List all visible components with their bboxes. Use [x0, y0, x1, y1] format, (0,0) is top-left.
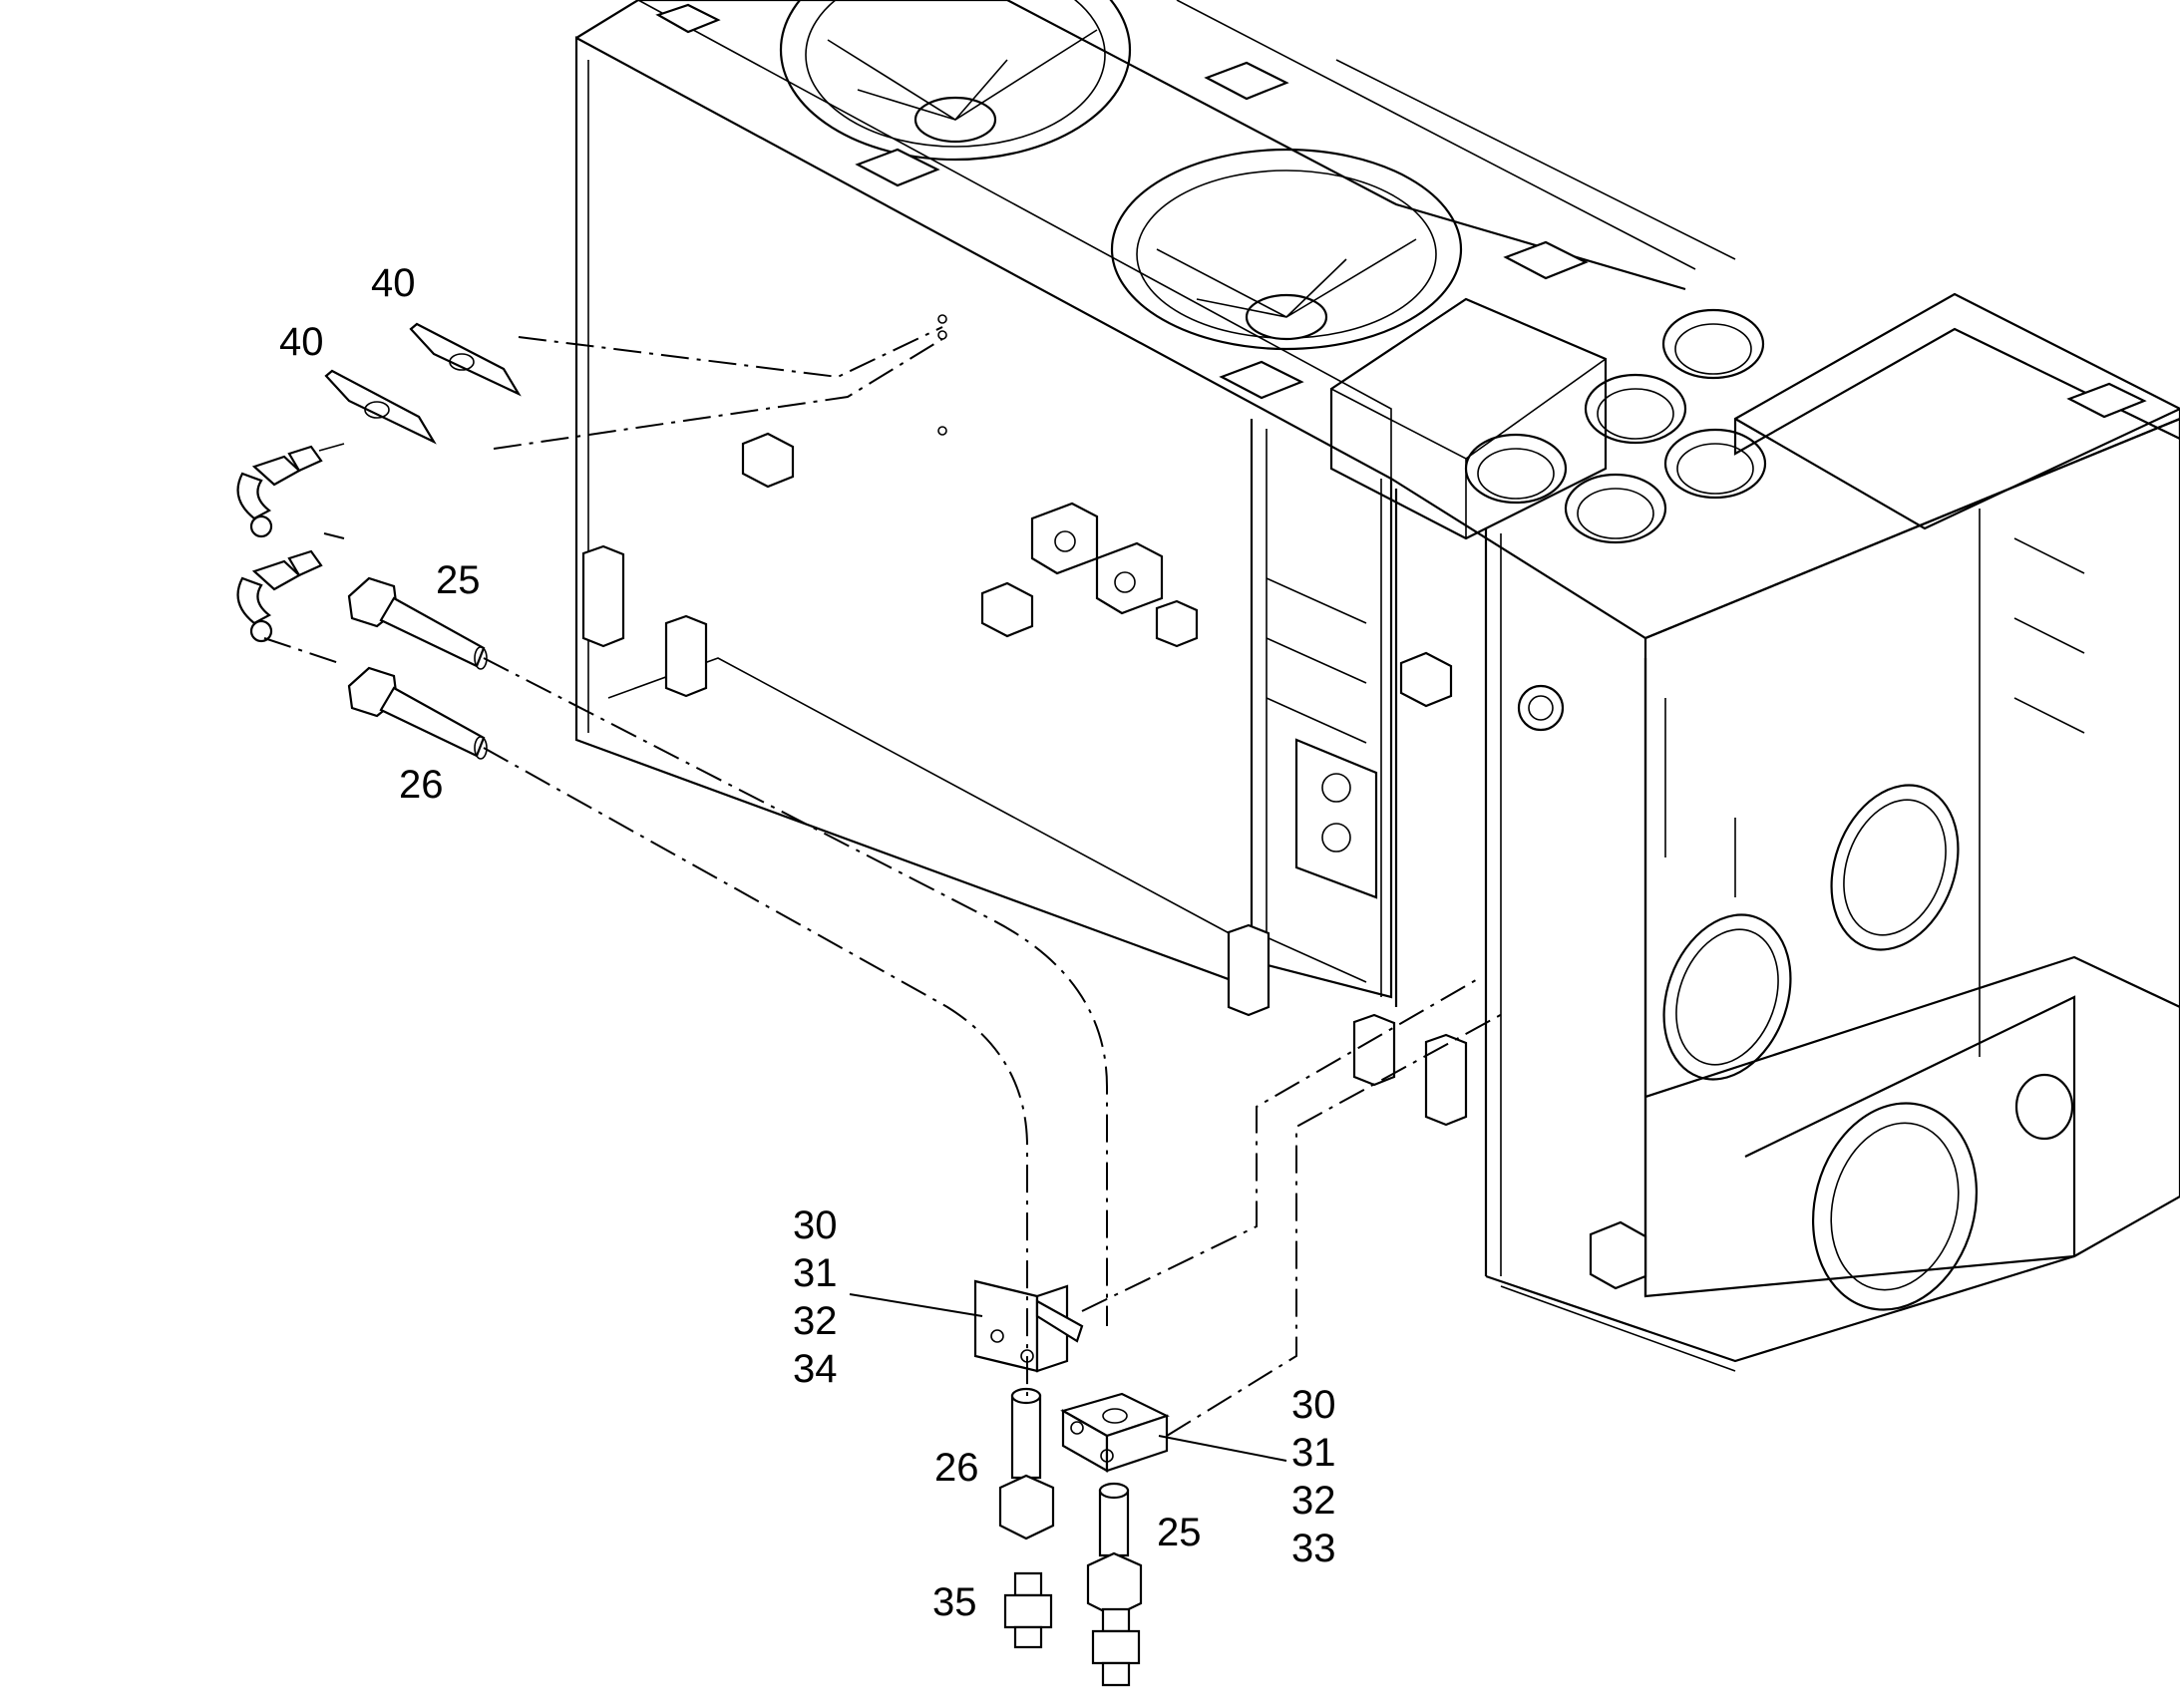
callout-25-lower: 25 — [1157, 1511, 1202, 1554]
part-26-hose-end-lower — [998, 1387, 1055, 1540]
part-40-gasket-lower — [324, 369, 437, 445]
callout-40-upper: 40 — [371, 261, 416, 305]
callout-40-lower: 40 — [279, 320, 324, 364]
elbow-fitting-upper — [236, 443, 345, 538]
part-35-adapter-left — [1003, 1571, 1053, 1649]
callout-33: 33 — [1291, 1527, 1336, 1570]
callout-30-left: 30 — [793, 1203, 838, 1247]
elbow-fitting-lower — [236, 549, 323, 643]
callout-35: 35 — [932, 1580, 977, 1624]
clamp-bracket-upper — [973, 1279, 1084, 1373]
callout-34: 34 — [793, 1347, 838, 1391]
leader-lines — [849, 1293, 1287, 1462]
part-26-hose-end-upper — [347, 666, 488, 760]
part-40-gasket-upper — [409, 322, 522, 397]
part-25-hose-end-lower — [1086, 1482, 1143, 1618]
clamp-bracket-lower — [1060, 1392, 1170, 1473]
machine-frame — [574, 0, 2180, 1372]
part-35-adapter-right — [1091, 1607, 1141, 1687]
callout-32-left: 32 — [793, 1299, 838, 1343]
callout-26-upper: 26 — [399, 763, 444, 807]
callout-31-left: 31 — [793, 1251, 838, 1295]
callout-30-right: 30 — [1291, 1383, 1336, 1427]
center-lines — [263, 326, 1507, 1437]
callout-labels: 40 40 25 26 30 31 32 34 30 31 32 33 26 2… — [279, 261, 1336, 1624]
callout-31-right: 31 — [1291, 1431, 1336, 1475]
callout-26-lower: 26 — [934, 1446, 979, 1490]
callout-25-upper: 25 — [436, 558, 481, 602]
callout-32-right: 32 — [1291, 1479, 1336, 1523]
part-25-hose-end-upper — [347, 576, 488, 670]
